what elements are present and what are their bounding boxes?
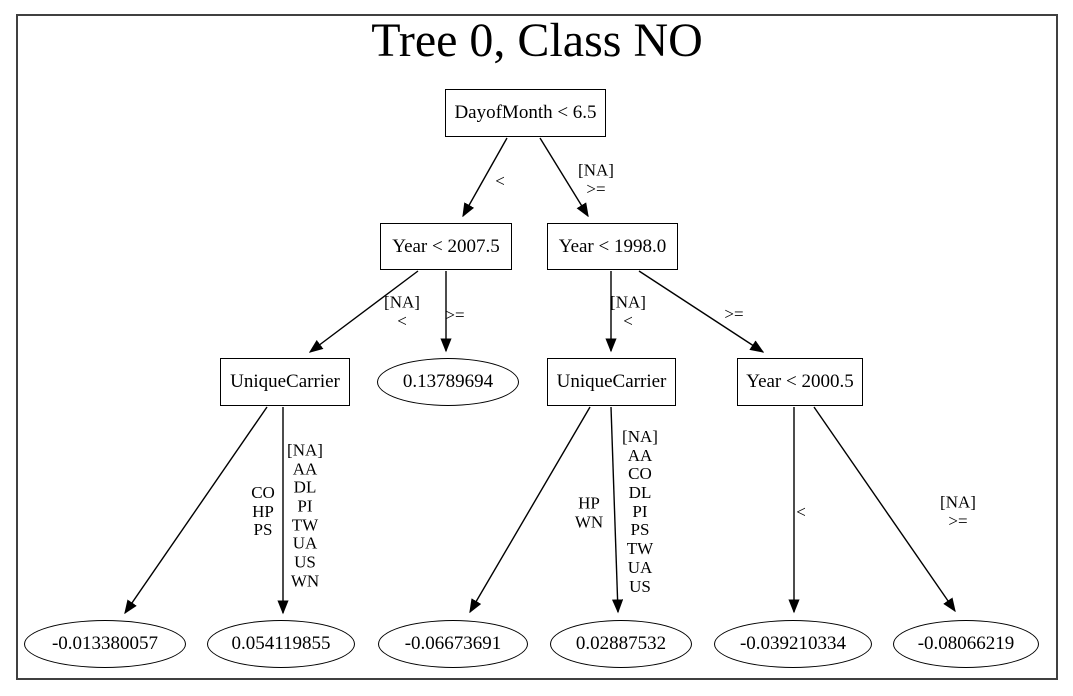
node-uniquecarrier-mid: UniqueCarrier: [547, 358, 676, 406]
leaf-value: -0.039210334: [714, 620, 872, 668]
edge-label: <: [796, 502, 806, 522]
edge-label: >=: [445, 305, 465, 325]
edge-label: [NA] >=: [940, 492, 976, 530]
edge-root-year1998: [539, 137, 589, 218]
node-year-2007: Year < 2007.5: [380, 223, 512, 270]
node-uniquecarrier-left: UniqueCarrier: [220, 358, 350, 406]
edge-root-year2007: [462, 137, 508, 218]
node-year-2000: Year < 2000.5: [737, 358, 863, 406]
edge-label: HP WN: [574, 493, 604, 531]
leaf-value: -0.06673691: [378, 620, 528, 668]
node-dayofmonth: DayofMonth < 6.5: [445, 89, 606, 137]
leaf-value: 0.054119855: [207, 620, 355, 668]
plot-border: [16, 14, 1058, 680]
edge-year1998-year2000: [638, 270, 765, 353]
edge-year2000-leaf6: [813, 406, 956, 613]
leaf-value: -0.08066219: [893, 620, 1039, 668]
edge-ucmid-leaf4: [610, 406, 624, 614]
leaf-value: -0.013380057: [24, 620, 186, 668]
edge-year2007-ucleft: [308, 270, 419, 353]
tree-title: Tree 0, Class NO: [371, 14, 703, 67]
node-year-1998: Year < 1998.0: [547, 223, 678, 270]
leaf-value: 0.02887532: [550, 620, 692, 668]
edge-label: CO HP PS: [251, 482, 275, 540]
leaf-value: 0.13789694: [377, 358, 519, 406]
edge-ucleft-leaf1: [124, 406, 268, 615]
edge-label: [NA] AA CO DL PI PS TW UA US: [622, 426, 658, 596]
edge-ucmid-leaf3: [469, 406, 591, 614]
edge-label: [NA] >=: [578, 160, 614, 198]
edge-label: [NA] AA DL PI TW UA US WN: [287, 440, 323, 591]
edge-label: [NA] <: [610, 292, 646, 330]
edge-label: >=: [724, 304, 744, 324]
edge-label: [NA] <: [384, 292, 420, 330]
edge-label: <: [495, 171, 505, 191]
